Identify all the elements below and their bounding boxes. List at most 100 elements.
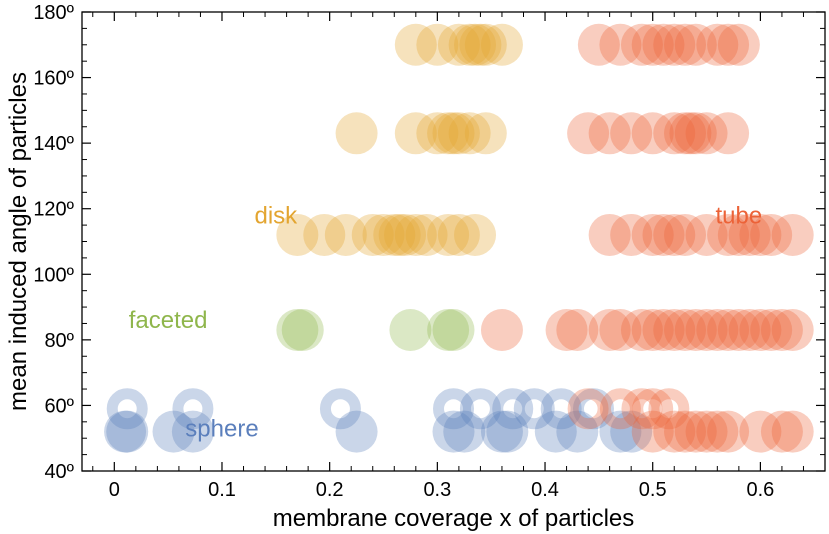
data-point-tube bbox=[696, 309, 739, 352]
data-point-disk bbox=[464, 23, 507, 66]
data-point-disk bbox=[324, 213, 367, 256]
data-point-disk bbox=[427, 112, 470, 155]
data-point-sphere bbox=[480, 410, 523, 453]
data-ring-tube bbox=[621, 388, 663, 430]
data-point-disk bbox=[437, 213, 480, 256]
data-point-tube bbox=[674, 410, 717, 453]
data-point-tube bbox=[631, 112, 674, 155]
data-point-tube bbox=[669, 112, 712, 155]
data-point-sphere bbox=[171, 410, 214, 453]
y-tick-label: 40º bbox=[44, 461, 74, 483]
data-point-faceted bbox=[276, 309, 319, 352]
data-point-tube bbox=[674, 112, 717, 155]
data-point-disk bbox=[394, 213, 437, 256]
data-point-tube bbox=[653, 23, 696, 66]
annotation-disk: disk bbox=[254, 202, 298, 229]
data-point-disk bbox=[416, 23, 459, 66]
data-point-tube bbox=[653, 213, 696, 256]
data-point-disk bbox=[378, 213, 421, 256]
data-marks bbox=[104, 23, 814, 453]
data-point-tube bbox=[610, 112, 653, 155]
x-tick-label: 0 bbox=[109, 479, 120, 501]
data-point-tube bbox=[674, 23, 717, 66]
annotation-faceted: faceted bbox=[129, 307, 208, 334]
data-point-tube bbox=[599, 23, 642, 66]
data-point-sphere bbox=[534, 410, 577, 453]
y-tick-label: 180º bbox=[33, 2, 74, 24]
data-point-tube bbox=[480, 309, 523, 352]
data-point-tube bbox=[760, 309, 803, 352]
data-point-tube bbox=[631, 309, 674, 352]
data-point-tube bbox=[739, 213, 782, 256]
x-axis-title: membrane coverage x of particles bbox=[273, 505, 635, 532]
data-point-sphere bbox=[152, 410, 195, 453]
y-tick-label: 80º bbox=[44, 330, 74, 352]
x-tick-label: 0.3 bbox=[423, 479, 451, 501]
x-tick-label: 0.6 bbox=[746, 479, 774, 501]
data-point-disk bbox=[373, 213, 416, 256]
data-point-disk bbox=[437, 112, 480, 155]
data-point-tube bbox=[610, 213, 653, 256]
data-point-disk bbox=[437, 23, 480, 66]
series-tube bbox=[480, 23, 814, 453]
data-point-tube bbox=[696, 410, 739, 453]
data-point-sphere bbox=[443, 410, 486, 453]
data-point-tube bbox=[599, 309, 642, 352]
series-faceted bbox=[276, 309, 475, 352]
data-point-tube bbox=[653, 112, 696, 155]
data-point-tube bbox=[707, 213, 750, 256]
data-point-tube bbox=[771, 213, 814, 256]
y-tick-label: 60º bbox=[44, 395, 74, 417]
data-point-tube bbox=[664, 410, 707, 453]
data-point-tube bbox=[642, 213, 685, 256]
data-point-disk bbox=[394, 112, 437, 155]
data-point-faceted bbox=[281, 309, 324, 352]
x-tick-label: 0.2 bbox=[316, 479, 344, 501]
data-point-disk bbox=[303, 213, 346, 256]
data-point-tube bbox=[739, 309, 782, 352]
data-point-tube bbox=[674, 309, 717, 352]
data-point-tube bbox=[707, 23, 750, 66]
data-point-disk bbox=[454, 213, 497, 256]
data-ring-tube bbox=[599, 388, 641, 430]
data-point-tube bbox=[771, 309, 814, 352]
data-point-tube bbox=[685, 410, 728, 453]
data-point-tube bbox=[556, 309, 599, 352]
data-point-tube bbox=[717, 23, 760, 66]
data-point-tube bbox=[771, 410, 814, 453]
data-point-tube bbox=[653, 410, 696, 453]
data-point-tube bbox=[717, 309, 760, 352]
data-point-sphere bbox=[486, 410, 529, 453]
data-ring-tube bbox=[567, 388, 609, 430]
data-ring-sphere bbox=[459, 388, 501, 430]
data-point-sphere bbox=[610, 410, 653, 453]
y-tick-label: 140º bbox=[33, 133, 74, 155]
data-point-sphere bbox=[432, 410, 475, 453]
data-point-faceted bbox=[427, 309, 470, 352]
data-point-faceted bbox=[432, 309, 475, 352]
data-point-tube bbox=[750, 213, 793, 256]
data-point-disk bbox=[384, 213, 427, 256]
x-tick-label: 0.4 bbox=[531, 479, 559, 501]
data-point-tube bbox=[685, 112, 728, 155]
data-ring-sphere bbox=[540, 388, 582, 430]
data-ring-tube bbox=[648, 388, 690, 430]
data-point-tube bbox=[642, 23, 685, 66]
data-point-tube bbox=[707, 112, 750, 155]
data-ring-tube bbox=[632, 388, 674, 430]
data-point-tube bbox=[664, 112, 707, 155]
annotation-sphere: sphere bbox=[185, 415, 258, 442]
data-ring-sphere bbox=[433, 388, 474, 430]
series-disk bbox=[276, 23, 523, 256]
data-point-tube bbox=[620, 23, 663, 66]
data-point-disk bbox=[405, 213, 448, 256]
data-point-tube bbox=[707, 410, 750, 453]
data-point-tube bbox=[664, 309, 707, 352]
data-point-tube bbox=[631, 23, 674, 66]
data-point-tube bbox=[696, 23, 739, 66]
data-point-disk bbox=[427, 213, 470, 256]
data-ring-sphere bbox=[492, 388, 534, 430]
